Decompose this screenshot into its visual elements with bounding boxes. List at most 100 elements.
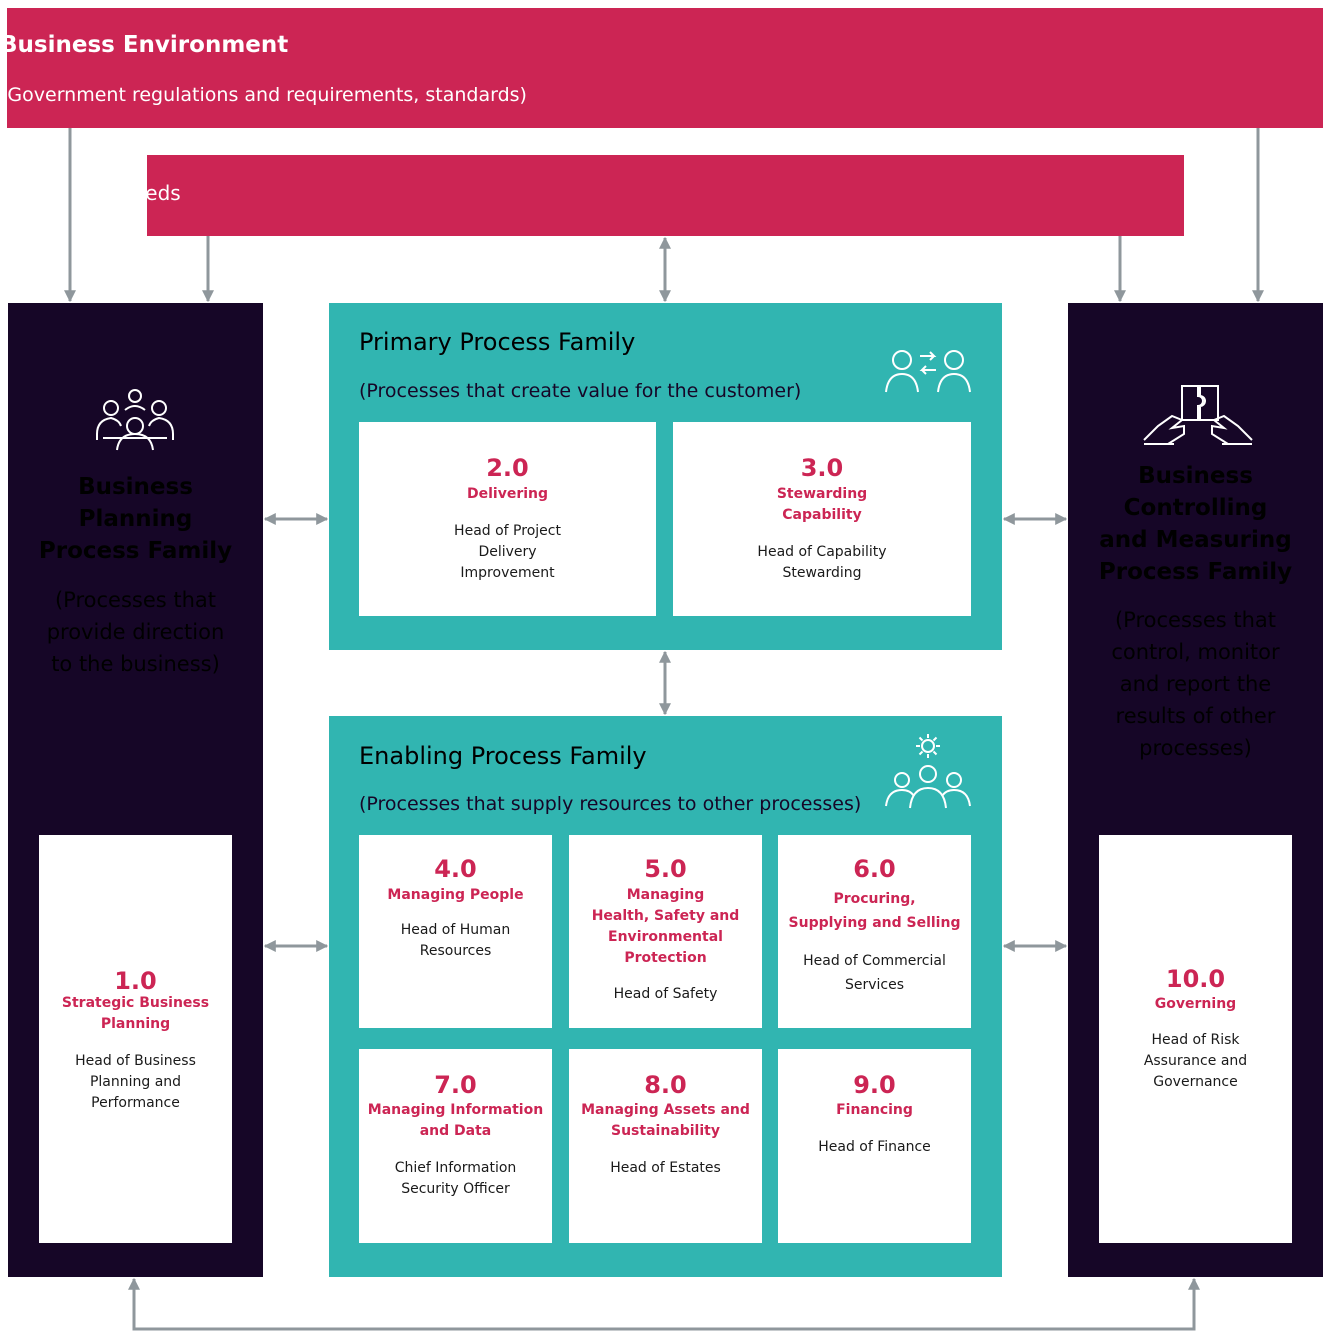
process-owner-line: Head of Human — [400, 922, 511, 938]
process-card-4: 4.0 Managing People Head of Human Resour… — [359, 835, 552, 1028]
customer-needs-bar — [147, 155, 1184, 236]
process-owner-line: Head of Commercial — [803, 953, 946, 969]
primary-family-subtitle: (Processes that create value for the cus… — [359, 380, 802, 402]
process-owner: Head of Estates — [573, 1158, 758, 1179]
subtitle-line: and report the — [1119, 672, 1272, 696]
process-card-2: 2.0 Delivering Head of Project Delivery … — [359, 422, 656, 616]
process-card-9: 9.0 Financing Head of Finance — [778, 1049, 971, 1243]
meeting-people-icon — [96, 389, 174, 451]
process-name-line: Managing — [626, 887, 705, 903]
process-name: Stewarding Capability — [677, 484, 967, 526]
process-name-line: Planning — [100, 1016, 171, 1032]
process-card-6: 6.0 Procuring, Supplying and Selling Hea… — [778, 835, 971, 1028]
process-owner-line: Assurance and — [1143, 1053, 1248, 1069]
process-card-3: 3.0 Stewarding Capability Head of Capabi… — [673, 422, 971, 616]
subtitle-line: (Processes that — [54, 588, 217, 612]
process-owner-line: Head of Business — [75, 1053, 196, 1069]
process-card-8: 8.0 Managing Assets and Sustainability H… — [569, 1049, 762, 1243]
subtitle-line: processes) — [1139, 736, 1252, 760]
arrow-planning-controlling-loop — [128, 1277, 1200, 1331]
process-name-line: Sustainability — [611, 1123, 720, 1139]
business-planning-subtitle: (Processes that provide direction to the… — [8, 584, 263, 680]
process-owner-line: Head of Capability — [757, 544, 887, 560]
process-owner: Head of Risk Assurance and Governance — [1103, 1030, 1288, 1093]
process-number: 9.0 — [853, 1071, 896, 1099]
process-owner-line: Stewarding — [782, 565, 862, 581]
process-name-line: Delivering — [466, 486, 549, 502]
process-owner: Chief Information Security Officer — [363, 1158, 548, 1200]
enabling-family-subtitle: (Processes that supply resources to othe… — [359, 793, 862, 815]
primary-family-title: Primary Process Family — [359, 328, 636, 356]
subtitle-line: (Processes that — [1114, 608, 1277, 632]
process-name-line: Environmental — [608, 929, 723, 945]
process-owner-line: Security Officer — [401, 1181, 510, 1197]
business-planning-title: Business Planning Process Family — [8, 471, 263, 567]
process-card-5: 5.0 Managing Health, Safety and Environm… — [569, 835, 762, 1028]
process-number: 5.0 — [644, 855, 687, 883]
process-number: 7.0 — [434, 1071, 477, 1099]
process-owner: Head of Commercial Services — [782, 949, 967, 997]
title-line: Process Family — [1098, 559, 1293, 585]
process-owner-line: Head of Safety — [613, 986, 718, 1002]
title-line: and Measuring — [1099, 527, 1292, 553]
process-owner-line: Planning and — [89, 1074, 182, 1090]
process-number: 8.0 — [644, 1071, 687, 1099]
process-name: Strategic Business Planning — [43, 993, 228, 1035]
process-number: 2.0 — [486, 454, 529, 482]
enabling-family-title: Enabling Process Family — [359, 742, 647, 770]
process-owner: Head of Finance — [782, 1137, 967, 1158]
title-line: Business — [1138, 463, 1253, 489]
process-owner-line: Head of Finance — [818, 1139, 931, 1155]
title-line: Controlling — [1123, 495, 1268, 521]
process-owner-line: Head of Estates — [610, 1160, 721, 1176]
puzzle-hands-icon — [1143, 385, 1253, 445]
process-owner-line: Governance — [1153, 1074, 1238, 1090]
process-name: Managing Assets and Sustainability — [573, 1100, 758, 1142]
process-owner: Head of Human Resources — [363, 920, 548, 962]
process-name-line: Health, Safety and — [591, 908, 740, 924]
process-owner-line: Head of Risk — [1151, 1032, 1240, 1048]
process-name-line: Managing People — [387, 887, 524, 903]
process-name-line: Capability — [782, 507, 862, 523]
process-owner-line: Head of Project — [454, 523, 561, 539]
process-name: Delivering — [363, 484, 652, 505]
process-owner: Head of Capability Stewarding — [677, 542, 967, 584]
process-name: Managing Health, Safety and Environmenta… — [573, 885, 758, 969]
business-controlling-subtitle: (Processes that control, monitor and rep… — [1068, 604, 1323, 764]
subtitle-line: provide direction — [46, 620, 225, 644]
process-number: 6.0 — [853, 855, 896, 883]
process-name-line: Protection — [624, 950, 707, 966]
process-name-line: Financing — [836, 1102, 913, 1118]
process-number: 10.0 — [1165, 965, 1226, 993]
business-environment-title: Business Environment — [0, 32, 289, 58]
process-name-line: Strategic Business — [61, 995, 210, 1011]
process-name: Managing People — [363, 885, 548, 906]
title-line: Planning — [78, 506, 193, 532]
process-owner-line: Services — [844, 977, 905, 993]
team-gear-icon — [885, 734, 971, 809]
process-number: 1.0 — [114, 967, 157, 995]
subtitle-line: to the business) — [51, 652, 220, 676]
process-owner-line: Chief Information — [394, 1160, 517, 1176]
process-owner-line: Performance — [91, 1095, 180, 1111]
process-name: Financing — [782, 1100, 967, 1121]
business-environment-subtitle: (Government regulations and requirements… — [0, 84, 527, 106]
subtitle-line: control, monitor — [1111, 640, 1280, 664]
business-environment-bar — [7, 8, 1323, 128]
process-name-line: Supplying and Selling — [788, 915, 961, 931]
business-controlling-title: Business Controlling and Measuring Proce… — [1068, 460, 1323, 588]
process-card-10: 10.0 Governing Head of Risk Assurance an… — [1099, 835, 1292, 1243]
process-name-line: Stewarding — [776, 486, 868, 502]
process-name-line: Managing Information — [367, 1102, 544, 1118]
process-name-line: Managing Assets and — [581, 1102, 750, 1118]
process-name-line: Procuring, — [833, 891, 916, 907]
process-owner-line: Improvement — [460, 565, 555, 581]
process-owner: Head of Business Planning and Performanc… — [43, 1051, 228, 1114]
title-line: Process Family — [38, 538, 233, 564]
people-exchange-icon — [885, 350, 971, 393]
process-owner-line: Delivery — [478, 544, 537, 560]
process-number: 4.0 — [434, 855, 477, 883]
process-card-1: 1.0 Strategic Business Planning Head of … — [39, 835, 232, 1243]
process-owner-line: Resources — [419, 943, 492, 959]
